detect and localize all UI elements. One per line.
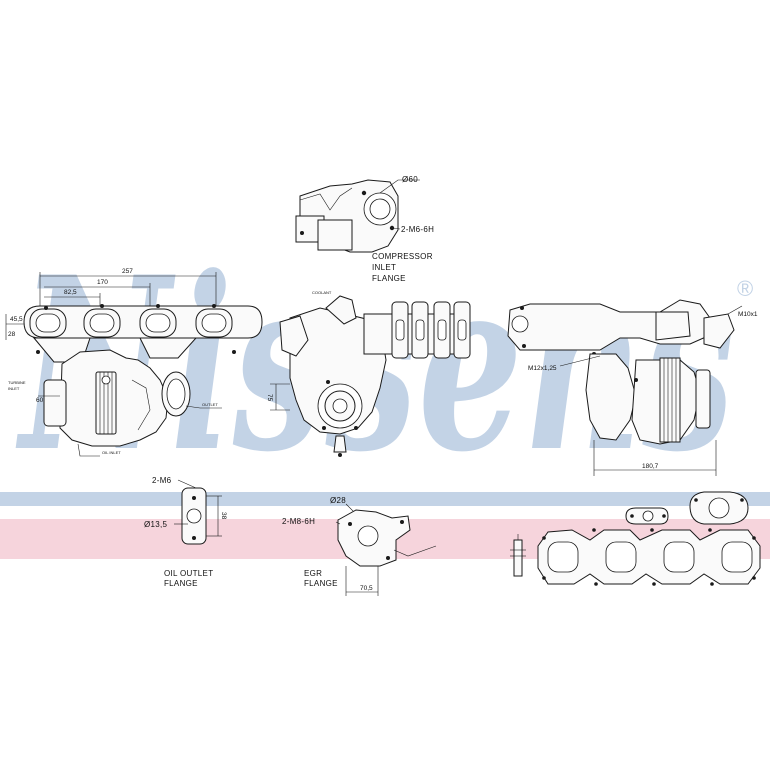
label-oil-outlet-flange: FLANGE bbox=[164, 579, 198, 588]
label-oil-outlet: OIL OUTLET bbox=[164, 569, 213, 578]
note-coolant: COOLANT bbox=[312, 290, 332, 295]
left-manifold-view: 257 170 82,5 45,5 28 bbox=[5, 268, 263, 457]
dim-m12x1-25: M12x1,25 bbox=[528, 365, 557, 372]
label-compressor: COMPRESSOR bbox=[372, 252, 433, 261]
dim-2m6: 2-M6 bbox=[152, 476, 172, 485]
compressor-inlet-flange-view: Ø60 2-M6-6H COMPRESSOR INLET FLANGE bbox=[295, 175, 434, 283]
note-outlet: OUTLET bbox=[202, 402, 218, 407]
right-manifold-view: M10x1 M12x1,25 180,7 bbox=[507, 299, 758, 476]
dim-2m6-6h-top: 2-M6-6H bbox=[401, 225, 434, 234]
registered-mark: ® bbox=[737, 276, 753, 301]
note-turbine: TURBINE bbox=[8, 380, 26, 385]
oil-outlet-flange-view: 2-M6 38 Ø13,5 OIL OUTLET FLANGE bbox=[144, 476, 227, 588]
dim-257: 257 bbox=[122, 268, 133, 275]
dim-70-5: 70,5 bbox=[360, 585, 373, 592]
dim-2m8-6h: 2-M8-6H bbox=[282, 517, 315, 526]
dim-170: 170 bbox=[97, 279, 108, 286]
dim-phi-28: Ø28 bbox=[330, 496, 346, 505]
gasket-set bbox=[510, 491, 761, 586]
label-flange: FLANGE bbox=[372, 274, 406, 283]
center-turbo-view: 75 COOLANT bbox=[266, 290, 471, 457]
dim-phi-60: Ø60 bbox=[402, 175, 418, 184]
dim-60-left: 60 bbox=[36, 397, 44, 404]
dim-m10x1: M10x1 bbox=[738, 311, 758, 318]
dim-180-7: 180,7 bbox=[642, 463, 659, 470]
dim-75: 75 bbox=[266, 394, 273, 402]
dim-phi-13-5: Ø13,5 bbox=[144, 520, 168, 529]
note-oil-inlet: OIL INLET bbox=[102, 450, 121, 455]
dim-82-5: 82,5 bbox=[64, 289, 77, 296]
dim-45-5: 45,5 bbox=[10, 316, 23, 323]
note-inlet: INLET bbox=[8, 386, 20, 391]
dim-28: 28 bbox=[8, 331, 16, 338]
label-egr-flange: FLANGE bbox=[304, 579, 338, 588]
label-egr: EGR bbox=[304, 569, 322, 578]
dim-38: 38 bbox=[220, 512, 227, 520]
label-inlet: INLET bbox=[372, 263, 396, 272]
egr-flange-view: Ø28 2-M8-6H 70,5 EGR FLANGE bbox=[282, 496, 437, 596]
